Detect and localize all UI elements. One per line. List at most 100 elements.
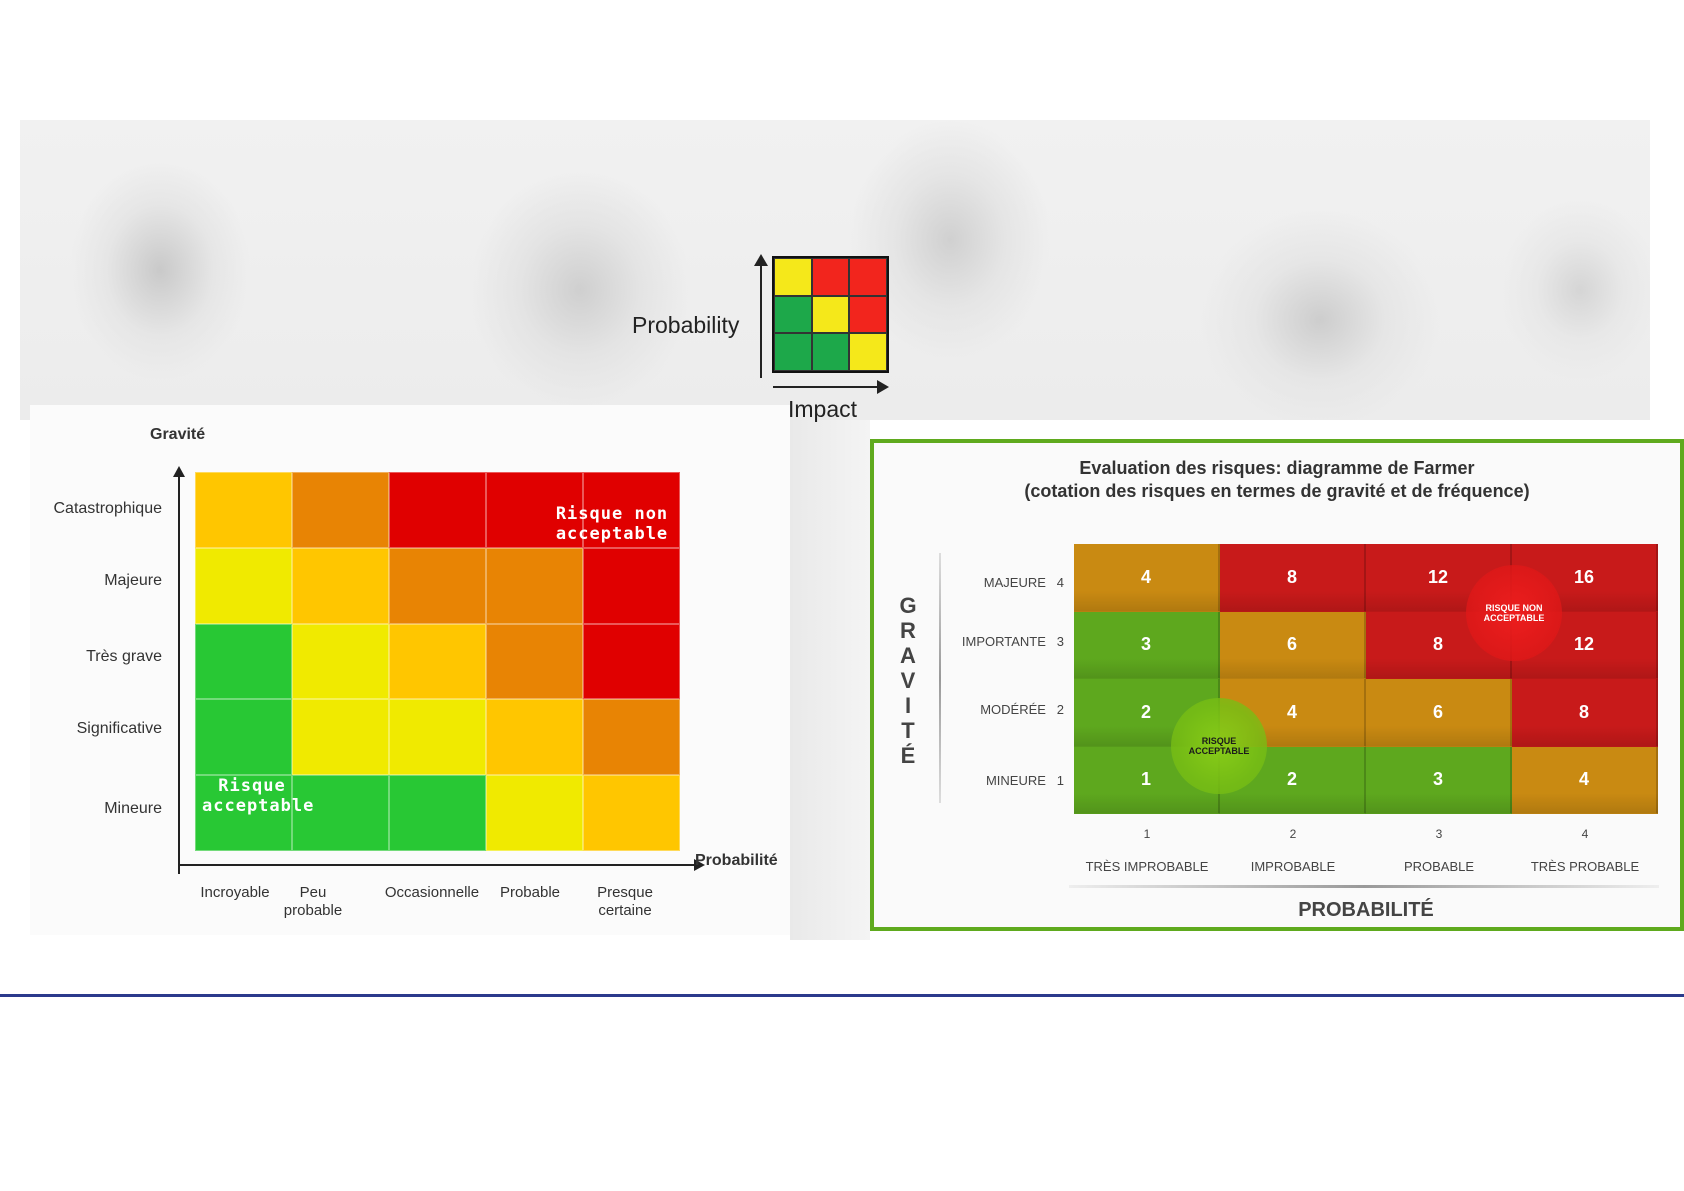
lm-cell <box>486 623 583 700</box>
lm-note-acceptable: Risque acceptable <box>202 776 315 816</box>
pi-y-axis-arrow <box>754 254 768 378</box>
lm-cell <box>389 472 486 548</box>
farmer-row-name: MINEURE <box>985 773 1046 788</box>
pi-cell <box>811 333 850 371</box>
lm-x-axis-arrow <box>178 859 705 871</box>
farmer-row-name: MAJEURE <box>983 575 1046 590</box>
farmer-cell: 6 <box>1366 679 1512 747</box>
farmer-y-divider <box>939 553 941 803</box>
farmer-col-num: 4 <box>1581 827 1589 841</box>
lm-cell <box>583 775 680 851</box>
lm-col-label: Presque certaine <box>597 884 653 919</box>
farmer-cell: 4 <box>1512 746 1658 814</box>
farmer-y-letter: A <box>900 643 916 668</box>
farmer-title-line1: Evaluation des risques: diagramme de Far… <box>1079 458 1475 478</box>
farmer-y-letter: T <box>901 718 915 743</box>
pi-cell <box>849 295 887 334</box>
farmer-row-label: MODÉRÉE 2 <box>934 702 1064 717</box>
lm-cell <box>195 775 292 851</box>
probability-impact-matrix: Probability Impact <box>620 250 900 425</box>
lm-cell <box>486 775 583 851</box>
lm-cell <box>389 547 486 624</box>
lm-cell <box>583 699 680 776</box>
gravity-probability-matrix: Gravité Probabilité Catastrophique Majeu… <box>30 420 790 930</box>
farmer-diagram: Evaluation des risques: diagramme de Far… <box>870 439 1684 931</box>
lm-x-title: Probabilité <box>695 852 778 869</box>
lm-cell <box>486 699 583 776</box>
pi-cell <box>811 258 850 296</box>
farmer-y-letter: V <box>900 668 916 693</box>
farmer-row-num: 1 <box>1056 773 1064 788</box>
farmer-cell: 8 <box>1220 544 1366 612</box>
lm-cell <box>486 547 583 624</box>
lm-cell <box>292 472 389 548</box>
pi-grid <box>772 256 889 373</box>
lm-cell <box>486 472 583 548</box>
lm-cell <box>389 623 486 700</box>
lm-cell <box>292 699 389 776</box>
farmer-row-num: 4 <box>1056 575 1064 590</box>
farmer-row-name: IMPORTANTE <box>961 634 1046 649</box>
farmer-cell: 8 <box>1512 679 1658 747</box>
pi-x-axis-arrow <box>773 380 889 394</box>
farmer-row-label: MAJEURE 4 <box>934 575 1064 590</box>
lm-cell <box>195 699 292 776</box>
lm-row-label: Majeure <box>104 572 162 589</box>
farmer-col-label: IMPROBABLE <box>1250 859 1336 874</box>
farmer-row-label: IMPORTANTE 3 <box>934 634 1064 649</box>
lm-row-label: Catastrophique <box>53 500 162 517</box>
farmer-cell: 4 <box>1074 544 1220 612</box>
lm-row-label: Mineure <box>104 800 162 817</box>
lm-col-label: Peu probable <box>283 884 343 919</box>
lm-note-unacceptable: Risque non acceptable <box>555 504 669 544</box>
farmer-row-label: MINEURE 1 <box>934 773 1064 788</box>
lm-row-label: Significative <box>76 720 162 737</box>
farmer-y-letter: R <box>900 618 916 643</box>
lm-cell <box>195 472 292 548</box>
lm-cell <box>583 547 680 624</box>
farmer-col-label: TRÈS PROBABLE <box>1530 859 1640 874</box>
farmer-y-letter: G <box>899 593 917 618</box>
lm-row-label: Très grave <box>86 648 162 665</box>
farmer-row-name: MODÉRÉE <box>980 702 1046 717</box>
farmer-col-num: 1 <box>1143 827 1151 841</box>
pi-x-label: Impact <box>788 396 858 422</box>
lm-cell <box>389 775 486 851</box>
farmer-x-title: PROBABILITÉ <box>1298 899 1434 921</box>
middle-background <box>790 420 870 940</box>
pi-cell <box>849 258 887 296</box>
farmer-col-num: 3 <box>1435 827 1443 841</box>
farmer-col-label: TRÈS IMPROBABLE <box>1085 859 1209 874</box>
lm-cell <box>195 623 292 700</box>
farmer-y-title: G R A V I T É <box>896 593 920 768</box>
lm-cell <box>195 547 292 624</box>
lm-cell <box>583 623 680 700</box>
farmer-col-label: PROBABLE <box>1403 859 1475 874</box>
farmer-y-letter: I <box>904 693 912 718</box>
farmer-row-num: 2 <box>1056 702 1064 717</box>
pi-cell <box>774 258 812 296</box>
farmer-cell: 3 <box>1074 611 1220 679</box>
lm-col-label: Incroyable <box>200 884 270 901</box>
lm-col-label: Occasionnelle <box>384 884 480 901</box>
farmer-row-num: 3 <box>1056 634 1064 649</box>
pi-cell <box>774 333 812 371</box>
farmer-cell: 6 <box>1220 611 1366 679</box>
pi-cell <box>849 333 887 371</box>
farmer-bubble-unacceptable: RISQUE NON ACCEPTABLE <box>1466 565 1562 661</box>
footer-rule <box>0 994 1684 997</box>
farmer-title-line2: (cotation des risques en termes de gravi… <box>1024 481 1530 501</box>
pi-cell <box>774 295 812 334</box>
pi-cell <box>811 295 850 334</box>
lm-cell <box>292 775 389 851</box>
farmer-col-num: 2 <box>1289 827 1297 841</box>
farmer-x-divider <box>1069 885 1659 888</box>
lm-cell <box>389 699 486 776</box>
lm-cell <box>583 472 680 548</box>
farmer-bubble-acceptable: RISQUE ACCEPTABLE <box>1171 698 1267 794</box>
lm-col-label: Probable <box>499 884 561 901</box>
lm-cell <box>292 623 389 700</box>
farmer-y-letter: É <box>900 743 916 768</box>
pi-y-label: Probability <box>632 312 740 338</box>
